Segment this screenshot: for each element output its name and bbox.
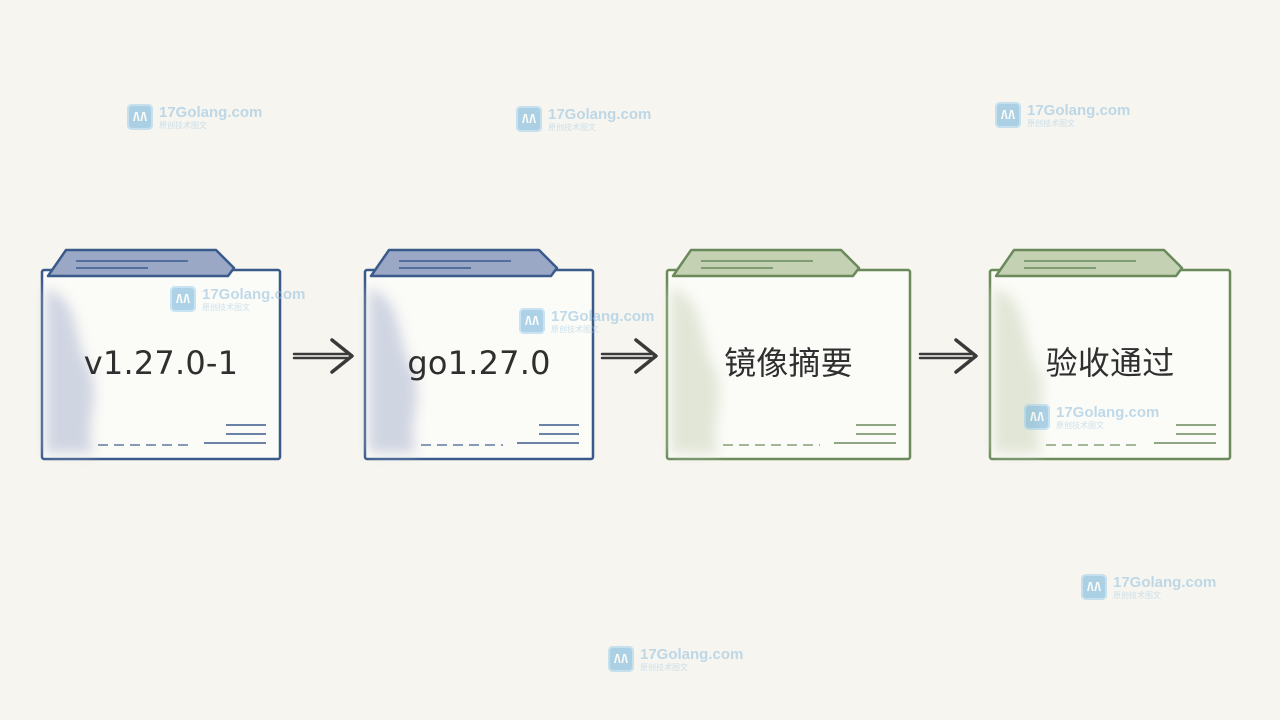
arrow-1	[292, 338, 354, 374]
folder-wash	[46, 288, 94, 453]
folder-3	[665, 248, 912, 461]
folder-wash	[369, 288, 417, 453]
folder-wash	[671, 288, 719, 453]
folder-label-4: 验收通过	[1045, 344, 1175, 382]
folder-label-2: go1.27.0	[407, 344, 551, 382]
folder-label-3: 镜像摘要	[724, 344, 853, 382]
arrow-3	[918, 338, 978, 374]
folder-label-1: v1.27.0-1	[83, 344, 239, 382]
arrow-2	[600, 338, 658, 374]
folder-tab	[369, 248, 559, 278]
folder-tab	[994, 248, 1184, 278]
folder-4	[988, 248, 1232, 461]
folder-tab	[671, 248, 861, 278]
folder-tab	[46, 248, 236, 278]
folder-1	[40, 248, 282, 461]
arrows-layer	[292, 338, 978, 374]
